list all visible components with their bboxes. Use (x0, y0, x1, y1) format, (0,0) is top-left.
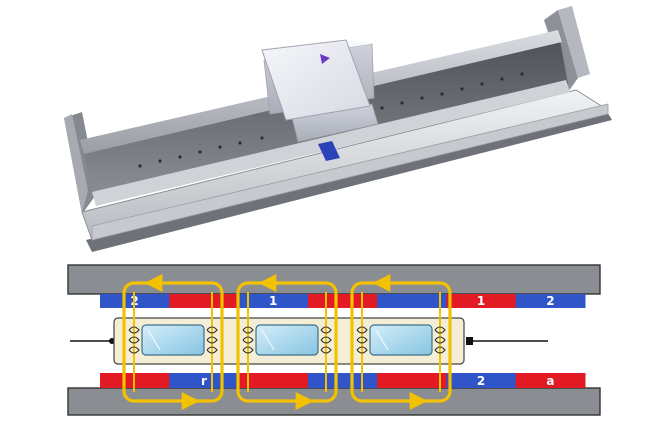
coil-core-window (255, 324, 319, 356)
top-magnet-red (169, 294, 240, 308)
triangle-pointer-icon (320, 54, 330, 64)
terminal-dot-icon (466, 337, 473, 345)
glass-highlight (147, 329, 161, 351)
coil-assemblies (122, 274, 452, 410)
bottom-magnet-label: 2 (477, 374, 485, 388)
copper-winding-icon (206, 326, 218, 354)
copper-winding-icon (434, 326, 446, 354)
linear-motor-cross-section: 2 1 1 2 r 2 a (67, 264, 601, 416)
top-magnet-label: 1 (477, 294, 485, 308)
carriage-face (261, 39, 371, 121)
copper-winding-icon (320, 326, 332, 354)
top-magnet-row: 2112 (100, 294, 586, 308)
top-magnet-red (446, 294, 517, 308)
rail-left-endcap-face (64, 114, 88, 214)
coil-core-window (141, 324, 205, 356)
top-magnet-blue (515, 294, 586, 308)
bottom-magnet-blue (307, 373, 378, 388)
coil-core-window (369, 324, 433, 356)
top-magnet-red (307, 294, 378, 308)
copper-winding-icon (356, 326, 368, 354)
bottom-magnet-red (515, 373, 586, 388)
carriage-block (261, 39, 379, 143)
rail-front-edge (91, 103, 609, 241)
copper-winding-icon (242, 326, 254, 354)
coil-3 (350, 274, 452, 410)
glass-highlight (375, 329, 389, 351)
coil-2 (236, 274, 338, 410)
bottom-magnet-label: a (546, 374, 554, 388)
coil-1 (122, 274, 224, 410)
carriage-track-stripe (318, 141, 340, 161)
top-magnet-blue (238, 294, 309, 308)
top-magnet-blue (377, 294, 447, 308)
bottom-magnet-red (377, 373, 447, 388)
top-magnet-label: 1 (269, 294, 277, 308)
linear-rail-3d (64, 6, 612, 252)
rail-right-endcap-face (558, 6, 590, 78)
glass-highlight (261, 329, 275, 351)
bottom-magnet-row: r 2 a (100, 373, 586, 388)
bottom-magnet-red (238, 373, 309, 388)
top-magnet-label: 2 (546, 294, 554, 308)
rail-mounting-holes (138, 72, 524, 168)
bottom-magnet-label: r (201, 374, 207, 388)
bottom-magnet-blue (446, 373, 517, 388)
copper-winding-icon (128, 326, 140, 354)
